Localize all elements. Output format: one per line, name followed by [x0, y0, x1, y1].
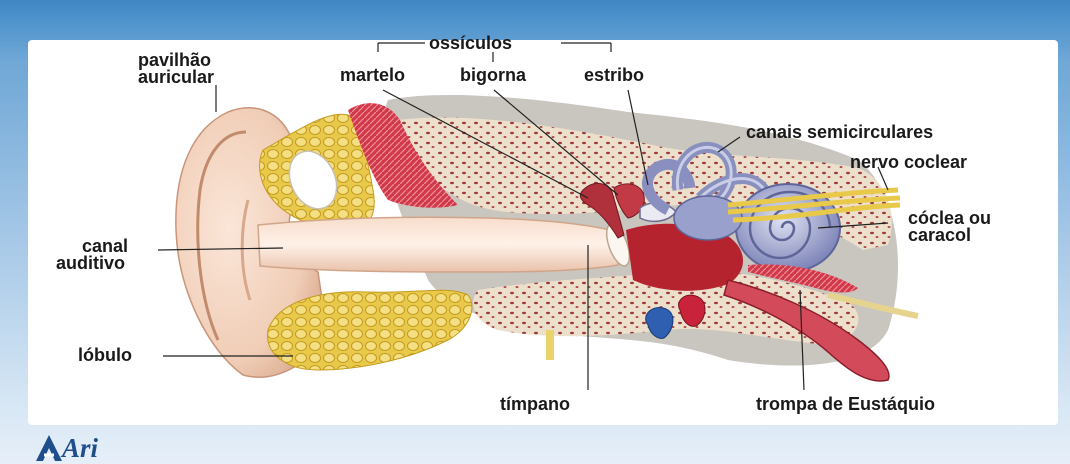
martelo-label: martelo — [340, 67, 405, 84]
diagram-panel: pavilhão auricular ossículos martelo big… — [28, 40, 1058, 425]
logo-a-mark-icon — [34, 434, 64, 462]
canais-semicirculares-label: canais semicirculares — [746, 124, 933, 141]
trompa-eustaquio-label: trompa de Eustáquio — [756, 396, 935, 413]
nervo-coclear-label: nervo coclear — [850, 154, 967, 171]
timpano-label: tímpano — [500, 396, 570, 413]
logo-text: Ari — [62, 433, 98, 464]
canal-auditivo-label: canal auditivo — [56, 238, 128, 272]
ear-canal — [258, 217, 618, 272]
ossiculos-label: ossículos — [429, 35, 512, 52]
ari-logo: Ari — [34, 433, 98, 463]
estribo-label: estribo — [584, 67, 644, 84]
cartilage-fat-lower — [268, 290, 472, 370]
lobulo-label: lóbulo — [78, 347, 132, 364]
bigorna-label: bigorna — [460, 67, 526, 84]
coclea-label: cóclea ou caracol — [908, 210, 991, 244]
pavilhao-auricular-label: pavilhão auricular — [138, 52, 214, 86]
ear-anatomy-illustration — [28, 40, 1058, 425]
